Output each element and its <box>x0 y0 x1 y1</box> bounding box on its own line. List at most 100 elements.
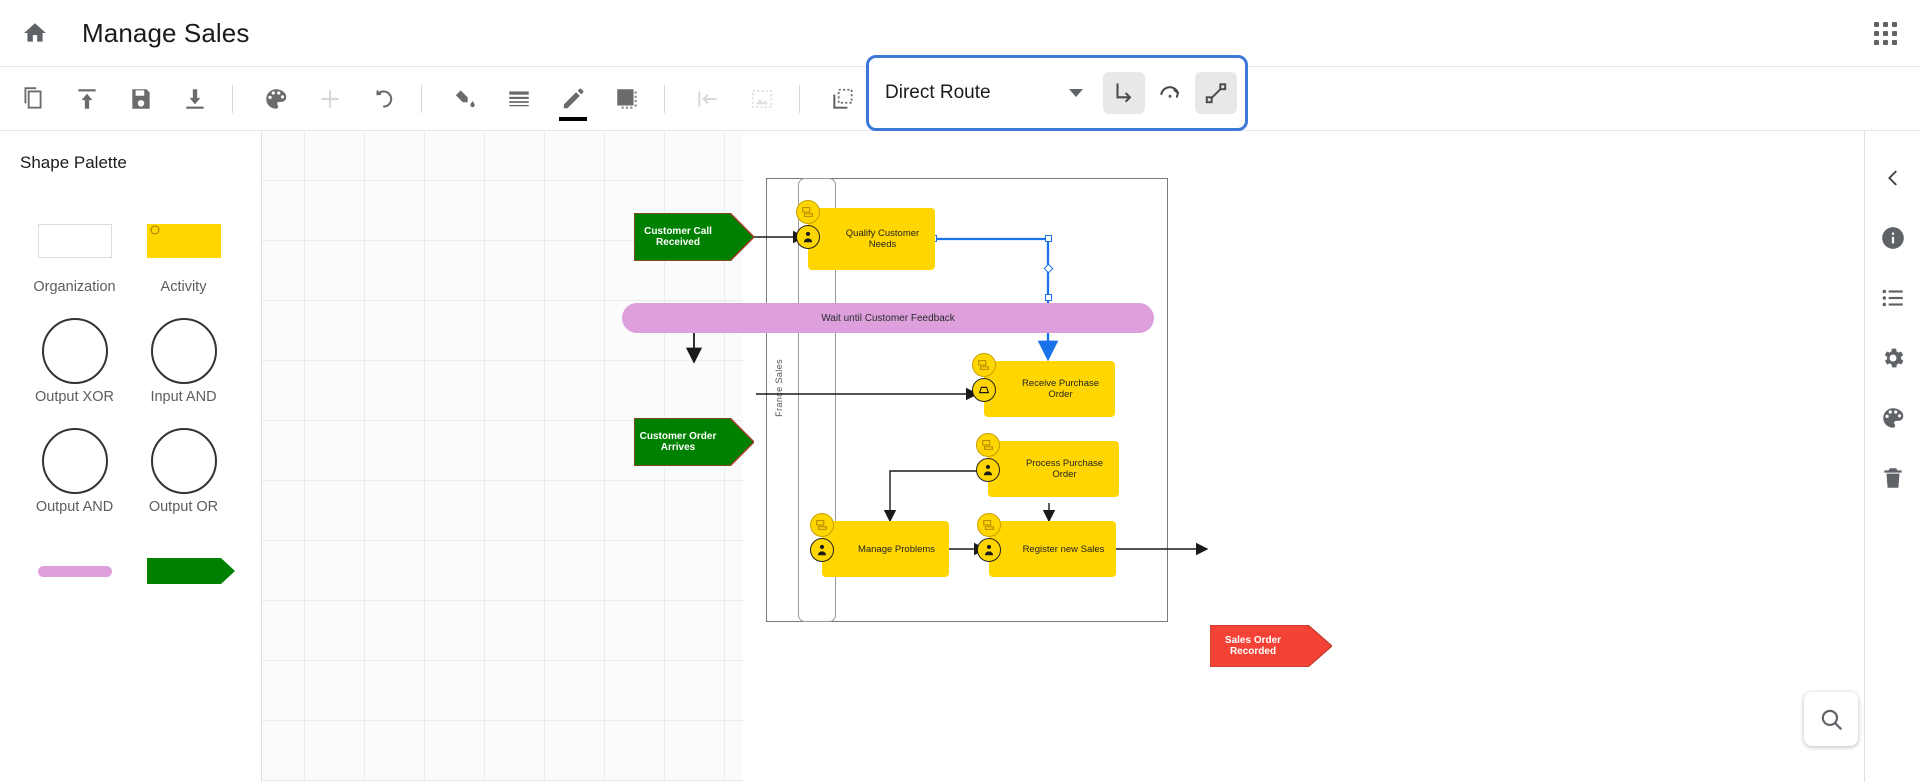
copy-icon[interactable] <box>10 76 56 122</box>
node-label: Customer Order Arrives <box>639 431 717 453</box>
lane-label: France Sales <box>774 359 784 417</box>
process-badge-icon <box>810 513 834 537</box>
direct-route-icon[interactable] <box>1195 72 1237 114</box>
palette-title: Shape Palette <box>20 153 127 172</box>
collapse-chevron-icon[interactable] <box>1874 159 1912 197</box>
palette-item-label: Output OR <box>148 499 219 515</box>
diagram-node-wait-lane[interactable]: Wait until Customer Feedback <box>622 303 1154 333</box>
diagram-node-qualify-customer-needs[interactable]: Qualify Customer Needs <box>796 200 935 270</box>
node-badges <box>810 513 834 562</box>
page-title: Manage Sales <box>82 17 250 48</box>
connector-handle-end[interactable] <box>1045 294 1052 301</box>
diagram-node-event-order-arrives[interactable]: Customer Order Arrives <box>634 418 754 466</box>
chevron-down-icon[interactable] <box>1069 89 1083 97</box>
diagram-content: France Sales <box>262 131 1512 782</box>
route-type-select[interactable]: Direct Route <box>885 58 1099 128</box>
palette-item-label: Organization <box>33 279 116 295</box>
shadow-icon[interactable] <box>604 76 650 122</box>
toolbar-group-edit <box>243 76 411 122</box>
home-icon[interactable] <box>18 16 52 50</box>
palette-item-input-and[interactable]: Input AND <box>129 309 238 405</box>
align-left-icon[interactable] <box>685 76 731 122</box>
route-control-panel: Direct Route <box>866 55 1248 131</box>
toolbar-group-format <box>432 76 654 122</box>
upload-icon[interactable] <box>64 76 110 122</box>
palette-item-label: Activity <box>160 279 207 295</box>
diagram-node-manage-problems[interactable]: Manage Problems <box>810 513 949 577</box>
palette-item-label: Output AND <box>35 499 114 515</box>
right-sidebar <box>1864 131 1920 782</box>
node-badges <box>977 513 1001 562</box>
circle-shape-icon <box>41 419 108 503</box>
person-badge-icon <box>796 225 820 249</box>
fill-color-icon[interactable] <box>442 76 488 122</box>
palette-item-event[interactable] <box>129 529 238 609</box>
node-label: Wait until Customer Feedback <box>821 312 955 324</box>
circle-shape-icon <box>150 309 217 393</box>
person-badge-icon <box>977 538 1001 562</box>
palette-item-organization[interactable]: Organization <box>20 199 129 295</box>
node-label: Customer Call Received <box>644 226 712 248</box>
diagram-node-process-purchase-order[interactable]: Process Purchase Order <box>976 433 1119 497</box>
document-badge-icon <box>972 378 996 402</box>
toolbar-group-align <box>675 76 789 122</box>
palette-icon[interactable] <box>1874 399 1912 437</box>
pencil-icon[interactable] <box>550 76 596 122</box>
node-badges <box>976 433 1000 482</box>
connector-handle-bend[interactable] <box>1045 235 1052 242</box>
diagram-node-event-start[interactable]: Customer Call Received <box>634 213 754 261</box>
organization-shape-icon <box>37 199 112 283</box>
circle-shape-icon <box>41 309 108 393</box>
palette-item-output-and[interactable]: Output AND <box>20 419 129 515</box>
diagram-node-event-sales-order-recorded[interactable]: Sales Order Recorded <box>1210 625 1332 667</box>
node-label: Sales Order Recorded <box>1224 635 1282 657</box>
lane-shape-icon <box>37 529 112 613</box>
info-icon[interactable] <box>1874 219 1912 257</box>
download-icon[interactable] <box>172 76 218 122</box>
palette-icon[interactable] <box>253 76 299 122</box>
process-badge-icon <box>796 200 820 224</box>
apps-grid-icon[interactable] <box>1868 16 1902 50</box>
node-badges <box>796 200 820 249</box>
process-badge-icon <box>977 513 1001 537</box>
palette-item-lane[interactable] <box>20 529 129 609</box>
diagram-canvas[interactable]: France Sales <box>262 131 1512 782</box>
palette-item-output-xor[interactable]: Output XOR <box>20 309 129 405</box>
toolbar-divider <box>799 84 800 113</box>
node-label: Receive Purchase Order <box>1021 378 1100 400</box>
palette-item-output-or[interactable]: Output OR <box>129 419 238 515</box>
line-style-icon[interactable] <box>496 76 542 122</box>
toolbar-group-file <box>0 76 222 122</box>
trash-icon[interactable] <box>1874 459 1912 497</box>
bring-to-front-icon[interactable] <box>820 76 866 122</box>
undo-icon[interactable] <box>361 76 407 122</box>
diagram-node-receive-purchase-order[interactable]: Receive Purchase Order <box>972 353 1115 417</box>
route-selected-value: Direct Route <box>885 82 991 103</box>
event-shape-icon <box>146 529 235 613</box>
node-label: Qualify Customer Needs <box>845 228 920 250</box>
list-icon[interactable] <box>1874 279 1912 317</box>
save-icon[interactable] <box>118 76 164 122</box>
node-label: Process Purchase Order <box>1025 458 1104 480</box>
plus-icon[interactable] <box>307 76 353 122</box>
process-badge-icon <box>972 353 996 377</box>
circle-shape-icon <box>150 419 217 503</box>
person-badge-icon <box>810 538 834 562</box>
node-label: Register new Sales <box>1022 543 1105 555</box>
gear-icon[interactable] <box>1874 339 1912 377</box>
process-badge-icon <box>976 433 1000 457</box>
image-icon[interactable] <box>739 76 785 122</box>
zoom-search-icon[interactable] <box>1804 692 1858 746</box>
curved-route-icon[interactable] <box>1149 72 1191 114</box>
diagram-node-register-new-sales[interactable]: Register new Sales <box>977 513 1116 577</box>
node-label: Manage Problems <box>857 543 936 555</box>
palette-grid: Organization Activity Output XOR Input A… <box>20 199 261 609</box>
elbow-route-icon[interactable] <box>1103 72 1145 114</box>
toolbar-divider <box>664 84 665 113</box>
person-badge-icon <box>976 458 1000 482</box>
palette-item-label: Input AND <box>150 389 217 405</box>
palette-item-activity[interactable]: Activity <box>129 199 238 295</box>
toolbar-divider <box>232 84 233 113</box>
toolbar-divider <box>421 84 422 113</box>
